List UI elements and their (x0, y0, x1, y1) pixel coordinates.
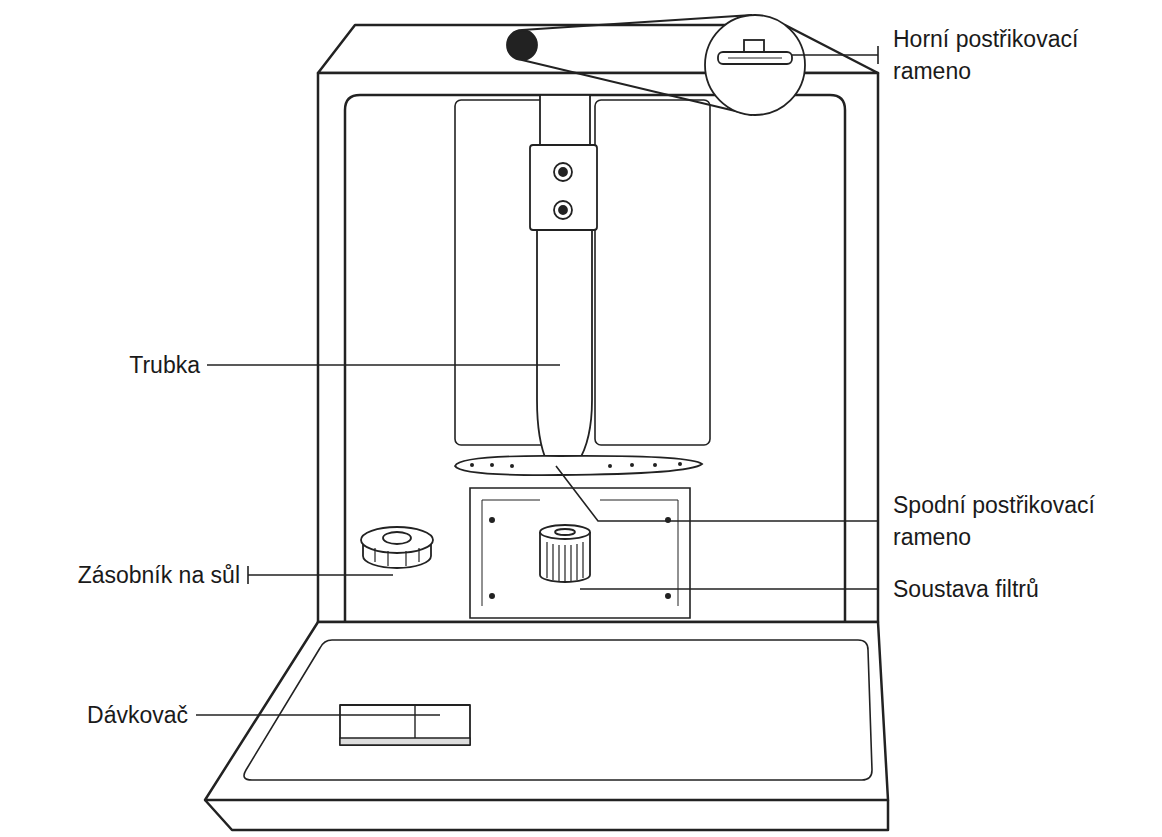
hole (470, 463, 474, 467)
arm-mount (744, 40, 764, 52)
tube-body (537, 228, 592, 462)
leader-line (207, 364, 560, 366)
hole (630, 463, 634, 467)
filter-top (540, 525, 590, 539)
door (205, 622, 888, 830)
salt-cap-center (383, 532, 411, 544)
spray-holes (470, 462, 682, 468)
filter-center (555, 529, 575, 535)
part-label: Dávkovač (87, 699, 188, 731)
floor (470, 488, 690, 618)
hub-port (554, 201, 572, 219)
part-label: Soustava filtrů (893, 573, 1039, 605)
door-inner-panel (244, 640, 872, 780)
dishwasher-body (318, 25, 878, 622)
floor-detail (482, 500, 678, 606)
hub-port (559, 168, 567, 176)
screw (490, 518, 494, 522)
upper-arm-zoom (507, 15, 805, 115)
inner-tub (345, 95, 845, 622)
hole (608, 464, 612, 468)
lower-spray-arm (455, 456, 702, 475)
leader-line (556, 466, 878, 530)
leader-line (792, 46, 878, 64)
floor-plate (470, 488, 690, 618)
salt-container (361, 527, 433, 568)
tube-hub (530, 145, 597, 230)
hole (510, 464, 514, 468)
cabinet (318, 73, 878, 622)
tube (530, 95, 597, 462)
door-edge (205, 800, 888, 830)
tube-top (540, 95, 590, 150)
screw (490, 594, 494, 598)
filter-ribs (547, 542, 583, 582)
zoom-point (507, 30, 537, 60)
dispenser (340, 705, 470, 745)
leader-lines (196, 46, 878, 715)
part-label: Trubka (129, 349, 200, 381)
leader-line (196, 714, 440, 716)
hole (653, 463, 657, 467)
hole (678, 462, 682, 466)
part-label: Horní postřikovací rameno (893, 23, 1133, 87)
hub-port (554, 163, 572, 181)
hole (490, 463, 494, 467)
zoom-line (522, 15, 752, 30)
salt-cap (361, 527, 433, 553)
part-label: Spodní postřikovací rameno (893, 489, 1133, 553)
dispenser-split (414, 705, 415, 738)
cap-grip (375, 548, 419, 566)
dispenser-edge (340, 738, 470, 745)
leader-line (248, 566, 393, 584)
hub-port (559, 206, 567, 214)
arm-detail (728, 58, 782, 59)
door-outer (205, 622, 888, 800)
spray-arm (455, 456, 702, 475)
filter-assembly (540, 525, 590, 582)
back-panel (595, 100, 710, 445)
zoom-circle (705, 15, 805, 115)
leader-line (580, 580, 878, 598)
part-label: Zásobník na sůl (78, 559, 240, 591)
upper-spray-arm (718, 52, 792, 64)
screw (666, 594, 670, 598)
